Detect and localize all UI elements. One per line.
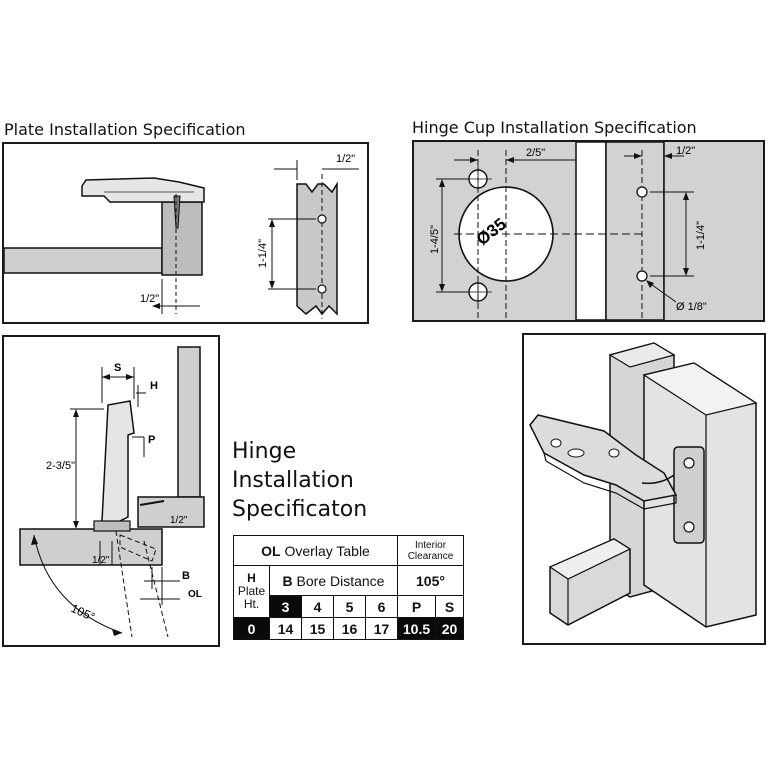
table-bore-col: 5	[333, 595, 366, 618]
cup-dim-top-left: 2/5"	[526, 147, 545, 159]
table-row-h: 0	[233, 617, 270, 640]
isometric-drawing	[529, 342, 758, 628]
table-title-ol: OL	[261, 542, 281, 559]
plate-panel-title: Plate Installation Specification	[4, 120, 246, 139]
table-h-cell: H Plate Ht.	[233, 565, 270, 618]
frame-base	[137, 496, 205, 528]
table-clear-col: S	[435, 595, 464, 618]
table-row-clear: 10.5	[397, 617, 436, 640]
side-view-drawing: 105° S H P 2-3/5" 1/2" 1/2" B OL	[19, 346, 205, 638]
door-panel	[19, 528, 163, 566]
plate-dim-top: 1/2"	[336, 153, 355, 165]
side-label-p: P	[148, 434, 155, 446]
frame-block	[161, 201, 203, 276]
cup-dim-top-right: 1/2"	[676, 145, 695, 157]
hinge-cup	[93, 520, 131, 532]
table-b-rest: Bore Distance	[296, 572, 385, 589]
plate-hole-bottom	[317, 284, 327, 294]
mounting-plate	[81, 177, 205, 203]
cup-installation-panel: Ø35 1-4/5" 2/5" 1/2"	[412, 140, 765, 322]
cabinet-panel	[4, 247, 163, 274]
side-dim-half-right: 1/2"	[170, 515, 188, 526]
side-label-s: S	[114, 362, 121, 374]
table-bore-col: 6	[365, 595, 398, 618]
table-h-label: H	[247, 571, 256, 585]
cup-right-hole-top	[636, 186, 648, 198]
cup-hole-diameter: Ø 1/8"	[676, 301, 707, 313]
table-row-clear: 20	[435, 617, 464, 640]
plate-side-bar	[296, 181, 338, 316]
table-clear-col: P	[397, 595, 436, 618]
cup-dim-left: 1-4/5"	[429, 225, 441, 254]
frame-vertical	[177, 346, 201, 498]
table-title-rest: Overlay Table	[284, 542, 370, 559]
overlay-table: OL Overlay Table Interior Clearance H Pl…	[233, 535, 464, 640]
plate-drawing: 1/2" 1/2" 1-1/4"	[4, 153, 359, 319]
side-label-h: H	[150, 380, 158, 392]
table-interior-clearance: Interior Clearance	[397, 535, 464, 566]
cup-panel-title: Hinge Cup Installation Specification	[412, 118, 697, 137]
plate-dim-bottom: 1/2"	[140, 293, 159, 305]
table-bore-col: 3	[269, 595, 302, 618]
main-title-line3: Specificaton	[232, 497, 368, 522]
table-row-value: 16	[333, 617, 366, 640]
table-row-value: 17	[365, 617, 398, 640]
table-row-value: 15	[301, 617, 334, 640]
table-h-sub: Plate Ht.	[237, 584, 266, 611]
side-label-b: B	[182, 570, 190, 582]
table-b-cell: B Bore Distance	[269, 565, 398, 596]
cup-right-hole-bottom	[636, 270, 648, 282]
table-row-value: 14	[269, 617, 302, 640]
side-dim-height: 2-3/5"	[46, 460, 75, 472]
side-dim-half-bottom: 1/2"	[92, 555, 110, 566]
isometric-panel	[522, 333, 766, 645]
hinge-arm	[101, 400, 135, 524]
side-label-ol: OL	[188, 589, 202, 600]
table-title-cell: OL Overlay Table	[233, 535, 398, 566]
main-title-line2: Installation	[232, 468, 354, 493]
main-title: Hinge Installation Specificaton	[232, 437, 367, 524]
plate-hole-top	[317, 214, 327, 224]
table-angle: 105°	[397, 565, 464, 596]
cup-dim-right: 1-1/4"	[695, 221, 707, 250]
side-view-panel: 105° S H P 2-3/5" 1/2" 1/2" B OL	[2, 335, 220, 647]
main-title-line1: Hinge	[232, 439, 297, 464]
plate-installation-panel: 1/2" 1/2" 1-1/4"	[2, 142, 369, 324]
cup-drawing: Ø35 1-4/5" 2/5" 1/2"	[414, 142, 763, 320]
table-b-label: B	[282, 572, 293, 589]
side-angle-label: 105°	[69, 601, 98, 624]
table-bore-col: 4	[301, 595, 334, 618]
plate-dim-side: 1-1/4"	[257, 239, 269, 268]
